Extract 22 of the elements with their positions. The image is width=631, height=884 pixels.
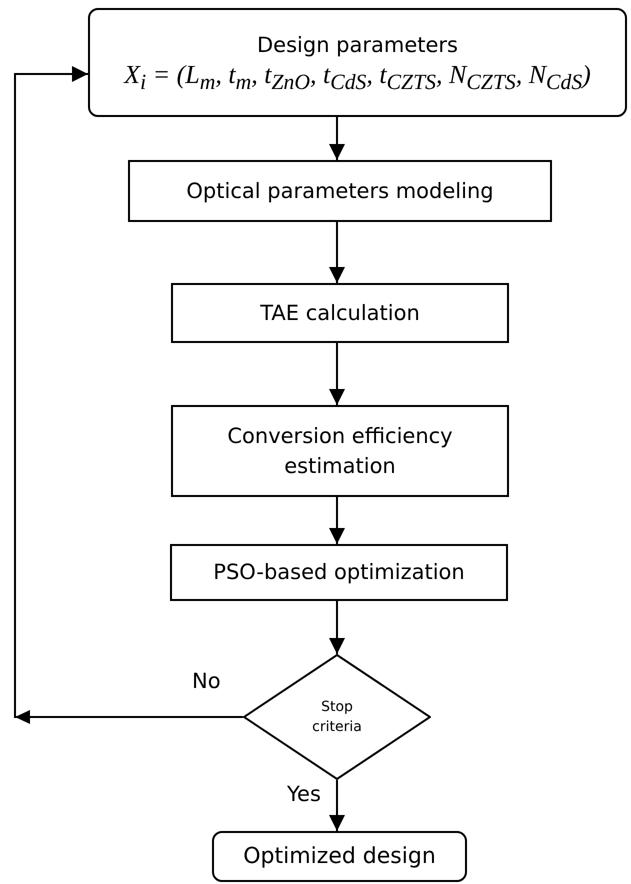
decision-diamond xyxy=(243,654,431,780)
arrow xyxy=(329,343,345,405)
node-label: PSO-based optimization xyxy=(212,559,466,586)
node-label: Conversion efficiency estimation xyxy=(226,422,454,480)
node-label: Stop criteria xyxy=(311,698,363,737)
node-label: Design parameters xyxy=(256,32,459,59)
terminal-box xyxy=(212,831,467,882)
arrow xyxy=(329,601,345,654)
arrow xyxy=(14,66,243,724)
process-box xyxy=(128,160,552,222)
arrow xyxy=(329,117,345,160)
arrow xyxy=(329,780,345,831)
node-label: Optical parameters modeling xyxy=(185,178,495,205)
process-box xyxy=(171,283,509,343)
arrow xyxy=(329,497,345,544)
node-label: Optimized design xyxy=(242,842,437,871)
node-label: TAE calculation xyxy=(259,300,421,327)
terminal-box xyxy=(88,8,627,117)
arrow xyxy=(329,222,345,283)
process-box xyxy=(171,405,509,497)
formula: X$_{i}$ = (L$_{m}$, t$_{m}$, t$_{ZnO}$, t$_{CdS}$, t$_{CZTS}$, N$_{CZTS}$, N$_{CdS}$) xyxy=(124,60,591,96)
process-box xyxy=(170,544,508,601)
